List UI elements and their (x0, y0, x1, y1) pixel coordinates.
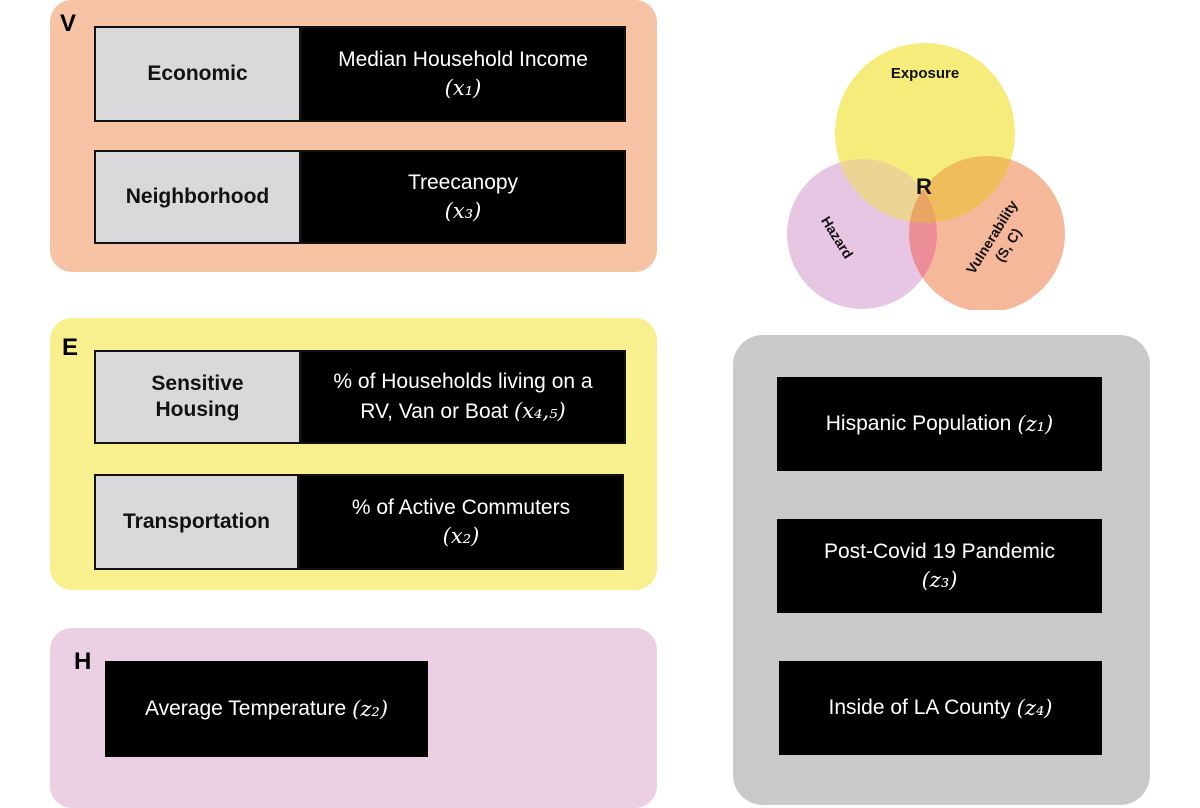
confounders-panel: Hispanic Population (z₁) Post-Covid 19 P… (733, 335, 1150, 805)
variable-z3: (z₃) (921, 568, 958, 592)
variable-x45: (x₄,₅) (513, 398, 566, 423)
exposure-panel: E Sensitive Housing % of Households livi… (50, 318, 657, 590)
neighborhood-category: Neighborhood (96, 152, 302, 242)
exposure-vulnerability-overlap (909, 156, 1015, 223)
hazard-panel: H Average Temperature (z₂) (50, 628, 657, 808)
transportation-category: Transportation (96, 476, 300, 568)
la-county-label: Inside of LA County (828, 695, 1011, 719)
variable-x1: (x₁) (444, 76, 482, 100)
variable-x3: (x₃) (444, 199, 482, 223)
panel-letter-e: E (62, 334, 79, 361)
households-rv-line2: RV, Van or Boat (360, 399, 509, 423)
active-commuters-value: % of Active Commuters (x₂) (300, 476, 622, 568)
average-temperature-label: Average Temperature (144, 696, 347, 720)
exposure-label: Exposure (891, 65, 959, 82)
treecanopy-value: Treecanopy (x₃) (302, 152, 624, 242)
variable-z1: (z₁) (1017, 411, 1054, 436)
hispanic-population-label: Hispanic Population (825, 411, 1012, 435)
treecanopy-label: Treecanopy (407, 170, 519, 194)
panel-letter-v: V (60, 10, 77, 37)
sensitive-housing-category: Sensitive Housing (96, 352, 302, 442)
average-temperature-box: Average Temperature (z₂) (105, 661, 428, 757)
median-income-label: Median Household Income (338, 47, 588, 71)
households-rv-value: % of Households living on a RV, Van or B… (302, 352, 624, 442)
active-commuters-label: % of Active Commuters (351, 495, 571, 519)
transportation-row: Transportation % of Active Commuters (x₂… (94, 474, 624, 570)
risk-venn-diagram: Exposure R Hazard Vulnerability (S, C) (787, 43, 1065, 310)
sensitive-housing-line1: Sensitive (151, 371, 244, 395)
exposure-hazard-overlap (835, 159, 937, 223)
neighborhood-row: Neighborhood Treecanopy (x₃) (94, 150, 626, 244)
panel-letter-h: H (74, 648, 92, 675)
variable-z4: (z₄) (1016, 695, 1053, 720)
economic-category: Economic (96, 28, 302, 120)
variable-x2: (x₂) (442, 524, 480, 548)
households-rv-line1: % of Households living on a (333, 370, 593, 394)
la-county-box: Inside of LA County (z₄) (779, 661, 1102, 755)
vulnerability-panel: V Economic Median Household Income (x₁) … (50, 0, 657, 272)
post-covid-box: Post-Covid 19 Pandemic (z₃) (777, 519, 1102, 613)
sensitive-housing-row: Sensitive Housing % of Households living… (94, 350, 626, 444)
households-rv-line2-wrap: RV, Van or Boat (x₄,₅) (360, 397, 565, 426)
post-covid-label: Post-Covid 19 Pandemic (823, 539, 1056, 563)
economic-row: Economic Median Household Income (x₁) (94, 26, 626, 122)
center-label: R (916, 174, 932, 199)
hispanic-population-box: Hispanic Population (z₁) (777, 377, 1102, 471)
variable-z2: (z₂) (352, 696, 389, 721)
sensitive-housing-line2: Housing (155, 398, 240, 421)
median-income-value: Median Household Income (x₁) (302, 28, 624, 120)
